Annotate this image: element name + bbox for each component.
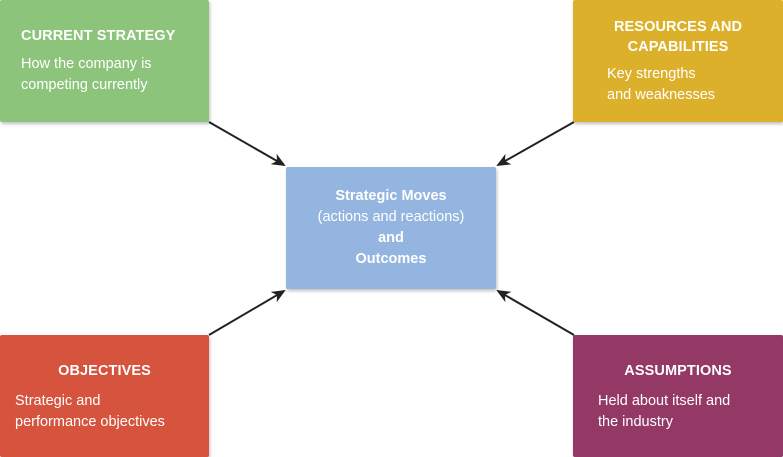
arrow-current-to-center [208, 121, 286, 166]
objectives-title: OBJECTIVES [58, 363, 151, 379]
objectives-desc-line: performance objectives [15, 414, 165, 430]
current-strategy-box: CURRENT STRATEGY How the company is comp… [0, 0, 209, 122]
objectives-box: OBJECTIVES Strategic and performance obj… [0, 335, 209, 457]
assumptions-desc-line: the industry [598, 414, 673, 430]
assumptions-desc-line: Held about itself and [598, 393, 731, 409]
current-strategy-title: CURRENT STRATEGY [21, 28, 176, 44]
objectives-description: Strategic and performance objectives [0, 391, 209, 433]
resources-desc-line: Key strengths [607, 66, 696, 82]
resources-desc-line: and weaknesses [607, 87, 716, 103]
resources-capabilities-box: RESOURCES AND CAPABILITIES Key strengths… [573, 0, 783, 122]
arrow-objectives-to-center [208, 289, 286, 336]
center-line-outcomes: Outcomes [355, 251, 427, 267]
center-line-actions-reactions: (actions and reactions) [317, 209, 465, 225]
resources-capabilities-title: RESOURCES AND CAPABILITIES [573, 0, 783, 57]
current-strategy-description: How the company is competing currently [21, 54, 209, 96]
assumptions-title: ASSUMPTIONS [624, 363, 732, 379]
arrow-assumptions-to-center [496, 289, 575, 336]
center-line-and: and [378, 230, 404, 246]
assumptions-description: Held about itself and the industry [573, 391, 783, 433]
resources-title-line: RESOURCES AND [613, 19, 743, 35]
resources-capabilities-description: Key strengths and weaknesses [573, 64, 783, 106]
assumptions-box: ASSUMPTIONS Held about itself and the in… [573, 335, 783, 457]
resources-title-line: CAPABILITIES [627, 39, 729, 55]
objectives-desc-line: Strategic and [15, 393, 101, 409]
arrow-resources-to-center [496, 121, 575, 166]
current-strategy-desc-line: competing currently [21, 77, 148, 93]
strategic-moves-box: Strategic Moves (actions and reactions) … [286, 167, 496, 289]
current-strategy-desc-line: How the company is [21, 56, 152, 72]
center-line-strategic-moves: Strategic Moves [335, 188, 447, 204]
